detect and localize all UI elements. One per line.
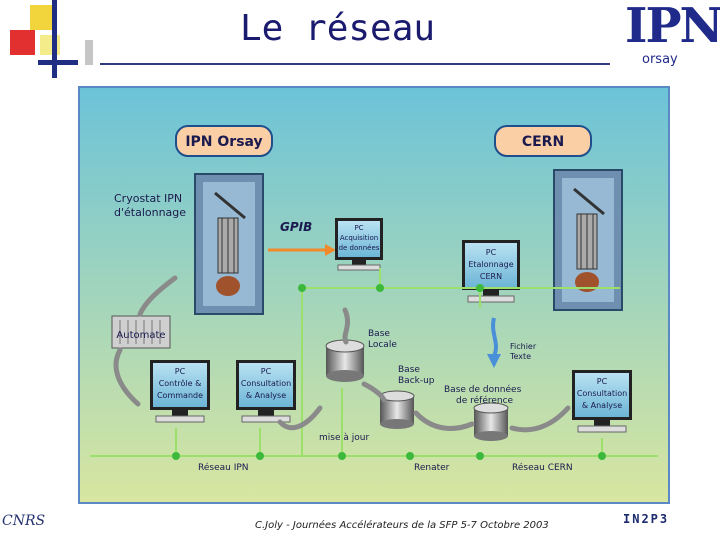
cryostat-right [553,169,623,311]
svg-text:PC: PC [486,248,497,257]
orsay-logo-text: orsay [642,52,678,67]
base-backup-label-2: Back-up [398,376,435,386]
svg-text:Consultation: Consultation [577,389,627,398]
svg-text:& Analyse: & Analyse [582,401,622,410]
page-title: Le réseau [240,8,436,49]
svg-text:de données: de données [339,244,380,252]
ipn-orsay-label: IPN Orsay [185,134,262,150]
automate: Automate [111,315,171,349]
base-backup-label-1: Base [398,365,420,375]
cnrs-logo: CNRS [2,513,46,529]
cryostat-label-1: Cryostat IPN [114,192,182,205]
gpib-arrow: GPIB [268,220,336,256]
network-diagram: IPN Orsay CERN Cryostat IPN d'étalonnage… [80,88,668,502]
svg-text:Consultation: Consultation [241,379,291,388]
svg-text:PC: PC [354,224,363,232]
gpib-label: GPIB [280,220,312,234]
fichier-texte-arrow [487,317,501,368]
pc-consultation-right: PC Consultation & Analyse [572,370,632,433]
base-locale-label-2: Locale [368,340,397,350]
base-locale-disk [325,339,365,382]
base-reference-disk [473,402,509,441]
pc-acquisition: PC Acquisition de données [335,218,383,271]
reseau-ipn-label: Réseau IPN [198,462,249,473]
fichier-texte-label-1: Fichier [510,342,537,351]
pc-etalonnage-cern: PC Etalonnage CERN [462,240,520,303]
title-divider [100,63,610,65]
base-backup-disk [379,390,415,429]
cryostat-label-2: d'étalonnage [114,206,186,219]
mise-a-jour-label: mise à jour [319,433,369,443]
svg-text:CERN: CERN [480,272,502,281]
svg-text:Acquisition: Acquisition [340,234,378,242]
fichier-texte-label-2: Texte [509,352,531,361]
svg-text:PC: PC [261,367,272,376]
automate-label: Automate [116,330,165,341]
renater-label: Renater [414,463,450,473]
decorative-squares-logo [10,0,93,78]
svg-text:& Analyse: & Analyse [246,391,286,400]
data-flow-arrows [113,275,571,433]
base-reference-label-1: Base de données [444,384,522,395]
svg-text:Commande: Commande [157,391,203,400]
svg-text:Contrôle &: Contrôle & [159,378,202,388]
ipn-orsay-box: IPN Orsay [175,125,273,157]
cryostat-left [194,173,264,315]
network-lines [90,268,658,457]
svg-text:PC: PC [175,367,186,376]
cern-box: CERN [494,125,592,157]
in2p3-logo: IN2P3 [623,512,670,526]
svg-text:PC: PC [597,377,608,386]
svg-text:Etalonnage: Etalonnage [468,260,513,269]
pc-consultation-left: PC Consultation & Analyse [236,360,296,423]
pc-controle-commande: PC Contrôle & Commande [150,360,210,423]
diagram-panel: IPN Orsay CERN Cryostat IPN d'étalonnage… [78,86,670,504]
network-nodes [172,284,606,460]
cern-label: CERN [522,134,564,150]
footer-credit: C.Joly - Journées Accélérateurs de la SF… [255,520,549,531]
base-reference-label-2: de référence [456,395,514,406]
ipn-logo: IPN [625,0,720,54]
base-locale-label-1: Base [368,329,390,339]
reseau-cern-label: Réseau CERN [512,462,573,473]
